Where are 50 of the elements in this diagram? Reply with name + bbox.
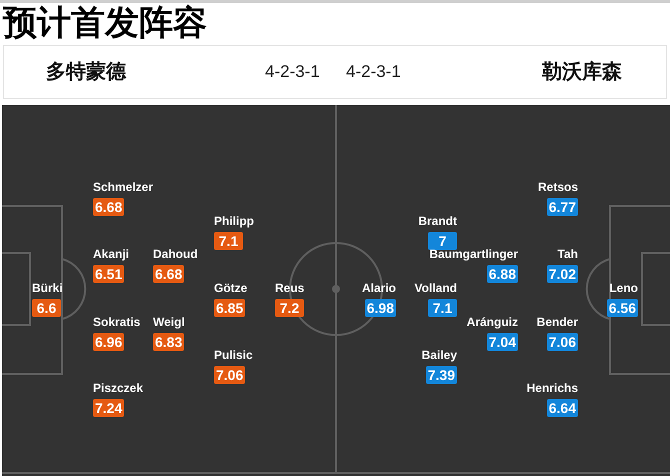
rating-badge: 6.56 — [606, 299, 638, 317]
player-name: Weigl — [153, 315, 185, 329]
rating-badge: 6.64 — [546, 399, 578, 417]
player-name: Bürki — [32, 281, 63, 295]
player-name: Tah — [558, 247, 578, 261]
rating-badge: 7.02 — [546, 265, 578, 283]
rating-badge: 6.85 — [214, 299, 246, 317]
rating-badge: 7.1 — [214, 232, 243, 250]
title: 预计首发阵容 — [3, 3, 207, 44]
player-name: Bailey — [422, 348, 457, 362]
team-name: 多特蒙德 — [46, 60, 126, 84]
player-name: Piszczek — [93, 381, 144, 395]
player-name: Pulisic — [214, 348, 253, 362]
team-header-bar — [3, 45, 667, 99]
player-name: Sokratis — [93, 315, 140, 329]
rating-badge: 6.6 — [32, 299, 61, 317]
player-name: Reus — [275, 281, 304, 295]
rating-badge: 7.06 — [214, 366, 246, 384]
rating-badge: 7.04 — [486, 333, 518, 351]
player-name: Brandt — [418, 214, 457, 228]
player-name: Retsos — [538, 180, 578, 194]
player-name: Volland — [414, 281, 457, 295]
rating-badge: 6.68 — [93, 198, 124, 216]
player-name: Henrichs — [526, 381, 578, 395]
rating-badge: 7.39 — [426, 366, 457, 384]
player-name: Götze — [214, 281, 248, 295]
player-name: Baumgartlinger — [429, 247, 518, 261]
player-name: Philipp — [214, 214, 254, 228]
rating-badge: 6.83 — [153, 333, 184, 351]
formation-label: 4-2-3-1 — [346, 62, 401, 82]
rating-badge: 6.88 — [486, 265, 518, 283]
rating-badge: 6.77 — [546, 198, 578, 216]
player-name: Aránguiz — [466, 315, 518, 329]
formation-label: 4-2-3-1 — [265, 62, 320, 82]
rating-badge: 6.68 — [153, 265, 184, 283]
player-name: Dahoud — [153, 247, 198, 261]
rating-badge: 7.24 — [93, 399, 124, 417]
player-name: Schmelzer — [93, 180, 154, 194]
rating-badge: 7 — [428, 232, 457, 250]
rating-badge: 7.1 — [428, 299, 457, 317]
rating-badge: 6.96 — [93, 333, 124, 351]
player-name: Leno — [609, 281, 638, 295]
team-name: 勒沃库森 — [542, 60, 622, 84]
rating-badge: 6.98 — [364, 299, 396, 317]
player-name: Alario — [362, 281, 396, 295]
player-name: Bender — [536, 315, 578, 329]
rating-badge: 6.51 — [93, 265, 124, 283]
rating-badge: 7.2 — [275, 299, 304, 317]
player-name: Akanji — [93, 247, 130, 261]
rating-badge: 7.06 — [546, 333, 578, 351]
